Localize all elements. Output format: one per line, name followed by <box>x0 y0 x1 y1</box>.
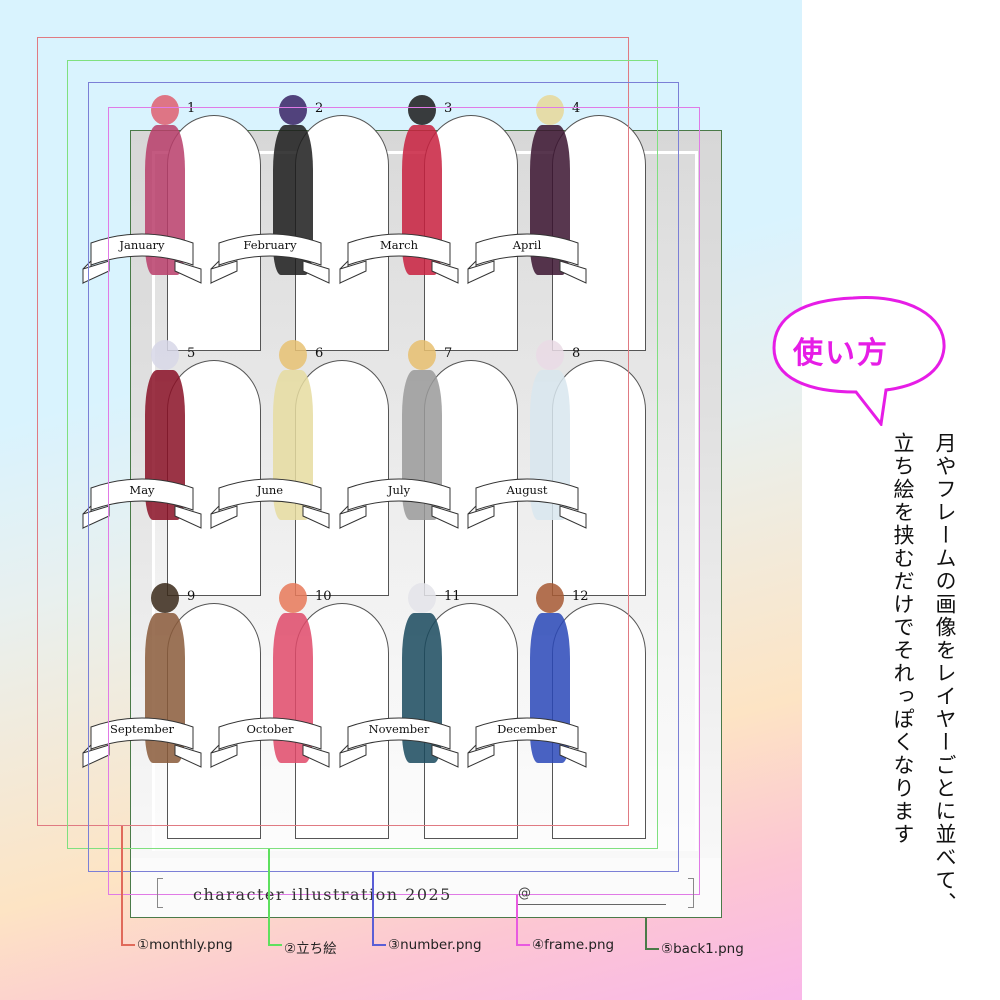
month-name: November <box>368 722 430 736</box>
month-number: 12 <box>572 589 589 604</box>
character-head <box>408 340 436 370</box>
character-head <box>151 340 179 370</box>
month-name: June <box>256 483 284 497</box>
footer-bar <box>131 858 721 916</box>
how-to-use-title: 使い方 <box>793 336 889 371</box>
month-number: 9 <box>187 589 196 604</box>
month-number: 1 <box>187 101 196 116</box>
month-number: 10 <box>315 589 332 604</box>
month-number: 11 <box>444 589 461 604</box>
month-banner: September <box>81 713 203 769</box>
month-number: 7 <box>444 346 453 361</box>
legend-frame: ④frame.png <box>532 937 615 953</box>
legend-number: ③number.png <box>388 937 482 953</box>
month-banner: October <box>209 713 331 769</box>
month-number: 2 <box>315 101 324 116</box>
month-name: August <box>506 483 548 497</box>
legend-back1: ⑤back1.png <box>661 941 744 957</box>
character-head <box>151 583 179 613</box>
speech-bubble-icon <box>772 296 946 426</box>
instruction-line-1: 月やフレームの画像をレイヤーごとに並べて、 <box>933 432 957 915</box>
month-banner: January <box>81 229 203 285</box>
instructions-panel <box>802 0 1000 1000</box>
month-banner: December <box>466 713 588 769</box>
month-name: December <box>497 722 557 736</box>
character-head <box>536 340 564 370</box>
character-head <box>279 95 307 125</box>
month-banner: February <box>209 229 331 285</box>
instruction-line-2: 立ち絵を挟むだけでそれっぽくなります <box>891 432 915 846</box>
month-number: 6 <box>315 346 324 361</box>
footer-at-sign: @ <box>518 886 531 901</box>
character-head <box>279 340 307 370</box>
leader-back1 <box>645 918 659 950</box>
month-name: April <box>512 238 542 252</box>
footer-underline <box>518 904 666 905</box>
legend-monthly: ①monthly.png <box>137 937 233 953</box>
month-number: 4 <box>572 101 581 116</box>
month-number: 3 <box>444 101 453 116</box>
character-head <box>408 95 436 125</box>
month-name: February <box>243 238 297 252</box>
character-head <box>151 95 179 125</box>
character-head <box>408 583 436 613</box>
leader-monthly <box>121 826 135 946</box>
month-banner: July <box>338 474 460 530</box>
footer-bracket-right <box>688 878 694 908</box>
month-name: September <box>109 722 175 736</box>
character-head <box>279 583 307 613</box>
leader-frame <box>516 895 530 946</box>
month-number: 8 <box>572 346 581 361</box>
month-name: March <box>380 238 418 252</box>
leader-tachie <box>268 849 282 946</box>
footer-bracket-left <box>157 878 163 908</box>
legend-tachie: ②立ち絵 <box>284 941 337 957</box>
character-head <box>536 95 564 125</box>
leader-number <box>372 872 386 946</box>
month-banner: August <box>466 474 588 530</box>
month-number: 5 <box>187 346 196 361</box>
month-name: July <box>387 483 411 497</box>
month-banner: June <box>209 474 331 530</box>
month-banner: November <box>338 713 460 769</box>
month-banner: May <box>81 474 203 530</box>
month-banner: March <box>338 229 460 285</box>
month-name: January <box>119 238 165 252</box>
month-name: October <box>246 722 294 736</box>
footer-title: character illustration 2025 <box>193 885 452 904</box>
month-name: May <box>129 483 155 497</box>
character-head <box>536 583 564 613</box>
month-banner: April <box>466 229 588 285</box>
